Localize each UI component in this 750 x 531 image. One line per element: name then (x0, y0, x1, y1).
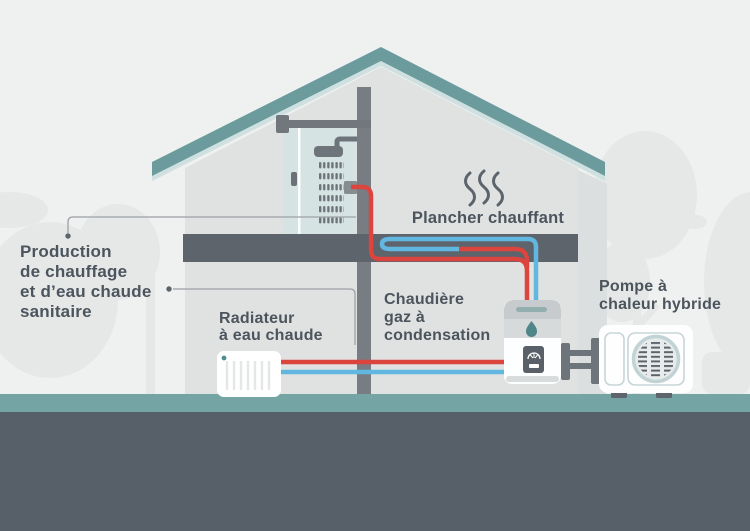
flame-rays (529, 353, 539, 359)
ground-dark (0, 412, 750, 531)
label-line-dhw (67, 216, 356, 233)
steam-icon (464, 169, 504, 207)
water-drop-icon (526, 321, 537, 337)
ground-teal (0, 394, 750, 412)
label-plancher-chauffant: Plancher chauffant (411, 209, 565, 227)
boiler-heatpump-link (561, 338, 600, 384)
radiator-valve-dot (221, 355, 227, 361)
fan-grille-icon (637, 340, 675, 378)
heat-pump (599, 325, 693, 398)
emblem-slot (529, 364, 539, 368)
label-lines (67, 216, 356, 345)
label-line-heating (173, 288, 356, 345)
shower-head-icon (314, 146, 343, 157)
label-pompe-a-chaleur: Pompe à chaleur hybride (599, 278, 722, 313)
pipe-hot-floor-return (459, 246, 530, 268)
label-radiateur: Radiateur à eau chaude (219, 310, 323, 344)
shower-door-handle (291, 172, 297, 186)
label-chaudiere: Chaudière gaz à condensation (384, 291, 491, 344)
pipes (240, 184, 539, 375)
label-dot-dhw (65, 233, 71, 239)
water-drops (319, 162, 344, 228)
shower-top-rail (279, 120, 371, 128)
flame-emblem-icon (523, 346, 544, 373)
radiator-fins (225, 361, 271, 390)
pipe-cold-floor-loop (379, 236, 539, 303)
boiler-display-slot (516, 307, 547, 312)
radiator (217, 351, 281, 397)
pipe-wall-connector (344, 181, 357, 194)
boiler (504, 300, 561, 384)
label-dot-heating (166, 286, 172, 292)
background-trees (0, 131, 750, 395)
label-production-chauffage: Production de chauffage et d’eau chaude … (20, 242, 152, 321)
shower-door-seam (298, 127, 301, 234)
shower-arm (334, 136, 357, 148)
shower-rail-cap (276, 115, 289, 133)
heat-pump-side-panel (604, 332, 625, 386)
heat-pump-fan-panel (627, 332, 685, 386)
boiler-base (506, 376, 559, 382)
pipe-hot-shower-to-boiler (351, 184, 530, 303)
